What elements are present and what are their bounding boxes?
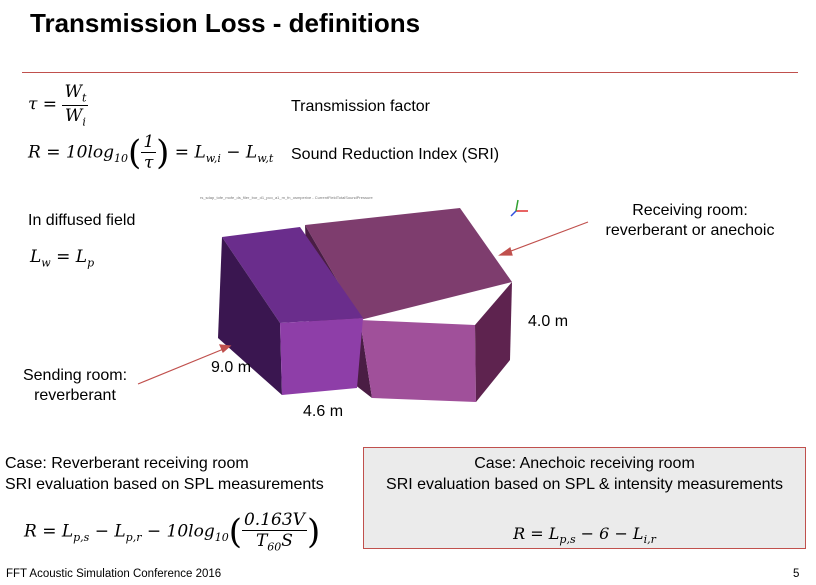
diffused-field-label: In diffused field <box>28 212 136 229</box>
title-divider <box>22 72 798 73</box>
receiving-room-right <box>475 282 512 402</box>
receiving-room-callout-line1: Receiving room: <box>632 202 748 219</box>
dimension-width: 9.0 m <box>211 359 252 376</box>
sending-room-top <box>222 227 363 323</box>
dimension-height: 4.0 m <box>528 313 569 330</box>
axis-triad-icon <box>510 199 528 217</box>
equation-diffused-field: Lw = Lp <box>30 247 95 270</box>
footer-text: FFT Acoustic Simulation Conference 2016 <box>6 568 222 580</box>
case-anechoic-subtitle: SRI evaluation based on SPL & intensity … <box>386 476 783 493</box>
receiving-room-arrow <box>502 221 589 255</box>
case-anechoic-title: Case: Anechoic receiving room <box>474 455 695 472</box>
page-title: Transmission Loss - definitions <box>30 8 421 38</box>
dimension-depth: 4.6 m <box>303 403 344 420</box>
model-caption: rs_sdap_tofe_mofe_ds_filer_bor_d1_pco_a1… <box>200 195 373 200</box>
sending-room-callout: Sending room: reverberant <box>10 367 140 405</box>
sending-room-left-face <box>218 237 282 395</box>
receiving-room-callout: Receiving room: reverberant or anechoic <box>590 202 790 240</box>
sending-room-callout-line2: reverberant <box>34 387 116 404</box>
sri-label: Sound Reduction Index (SRI) <box>291 146 500 163</box>
receiving-room-callout-line2: reverberant or anechoic <box>605 222 775 239</box>
sending-room-arrow <box>137 347 227 385</box>
page-number: 5 <box>793 568 800 580</box>
sending-room-callout-line1: Sending room: <box>22 367 128 384</box>
equation-anechoic-sri: R = Lp,s − 6 − Li,r <box>513 524 656 547</box>
receiving-room-front <box>360 320 476 402</box>
case-reverberant-title: Case: Reverberant receiving room <box>5 455 249 472</box>
sending-room-front <box>280 318 363 395</box>
receiving-room-top <box>305 208 512 320</box>
case-anechoic-box: Case: Anechoic receiving room SRI evalua… <box>363 447 806 549</box>
transmission-factor-label: Transmission factor <box>291 98 430 115</box>
case-reverberant-subtitle: SRI evaluation based on SPL measurements <box>5 476 324 493</box>
